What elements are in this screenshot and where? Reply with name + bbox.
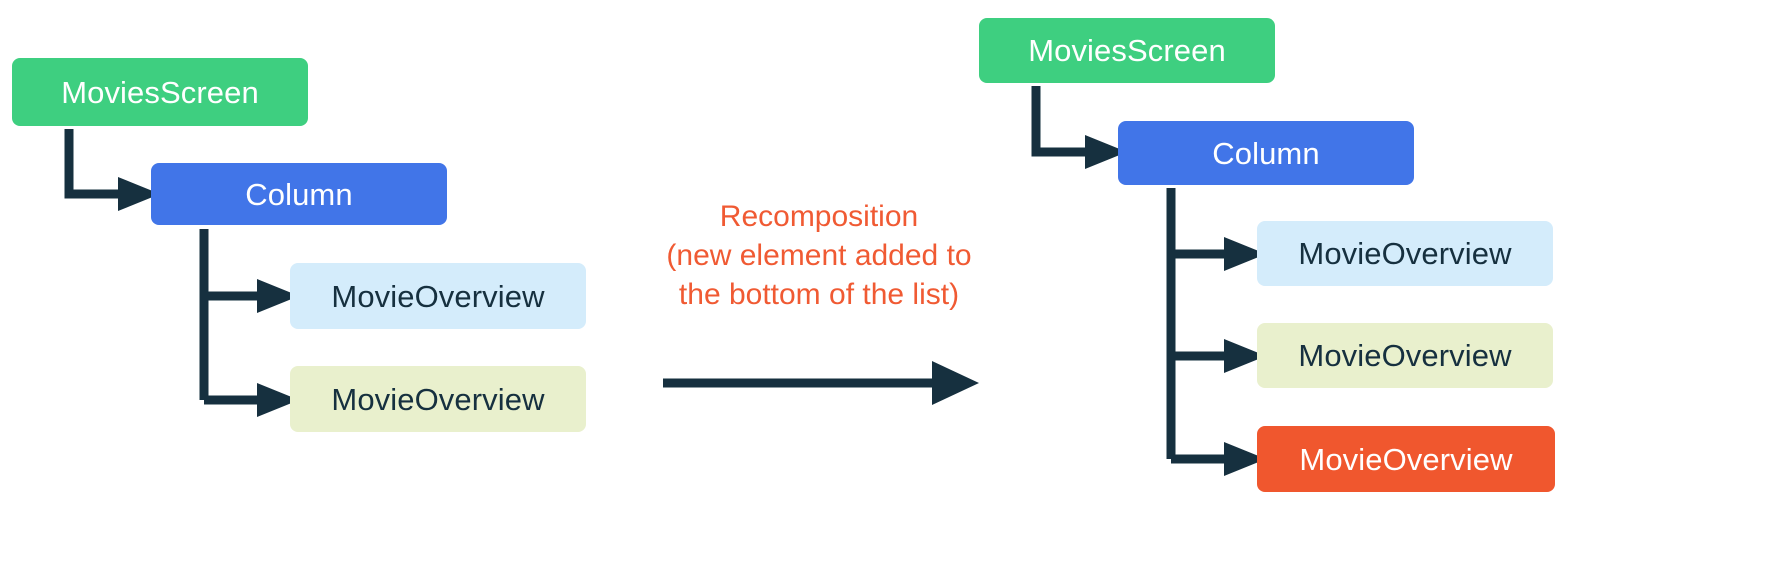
edge-moviesscreen-to-column-after [1031, 86, 1127, 169]
recomposition-arrow [663, 361, 979, 405]
node-label: MovieOverview [1298, 338, 1512, 373]
before-node-movie-overview-2[interactable]: MovieOverview [290, 366, 586, 432]
node-label: MovieOverview [331, 381, 545, 417]
node-label: MovieOverview [331, 278, 545, 314]
edge-column-to-children-after [1166, 188, 1266, 476]
after-node-column[interactable]: Column [1118, 121, 1414, 185]
node-label: MoviesScreen [61, 74, 259, 110]
recomposition-label-line-1: Recomposition [719, 200, 919, 233]
recomposition-label-line-2: (new element added to [666, 239, 972, 272]
node-label: MovieOverview [1299, 441, 1513, 477]
node-label: MovieOverview [1298, 236, 1512, 271]
node-label: MoviesScreen [1028, 33, 1226, 68]
after-node-movies-screen[interactable]: MoviesScreen [979, 18, 1275, 83]
before-node-movie-overview-1[interactable]: MovieOverview [290, 263, 586, 329]
before-node-movies-screen[interactable]: MoviesScreen [12, 58, 308, 126]
node-label: Column [1212, 135, 1320, 171]
after-node-movie-overview-1[interactable]: MovieOverview [1257, 221, 1553, 286]
edge-moviesscreen-to-column-before [64, 129, 160, 211]
recomposition-label-line-3: the bottom of the list) [678, 278, 960, 311]
edge-column-to-children-before [199, 229, 299, 417]
after-node-movie-overview-3-new[interactable]: MovieOverview [1257, 426, 1555, 492]
after-node-movie-overview-2[interactable]: MovieOverview [1257, 323, 1553, 388]
node-label: Column [245, 176, 353, 212]
before-node-column[interactable]: Column [151, 163, 447, 225]
